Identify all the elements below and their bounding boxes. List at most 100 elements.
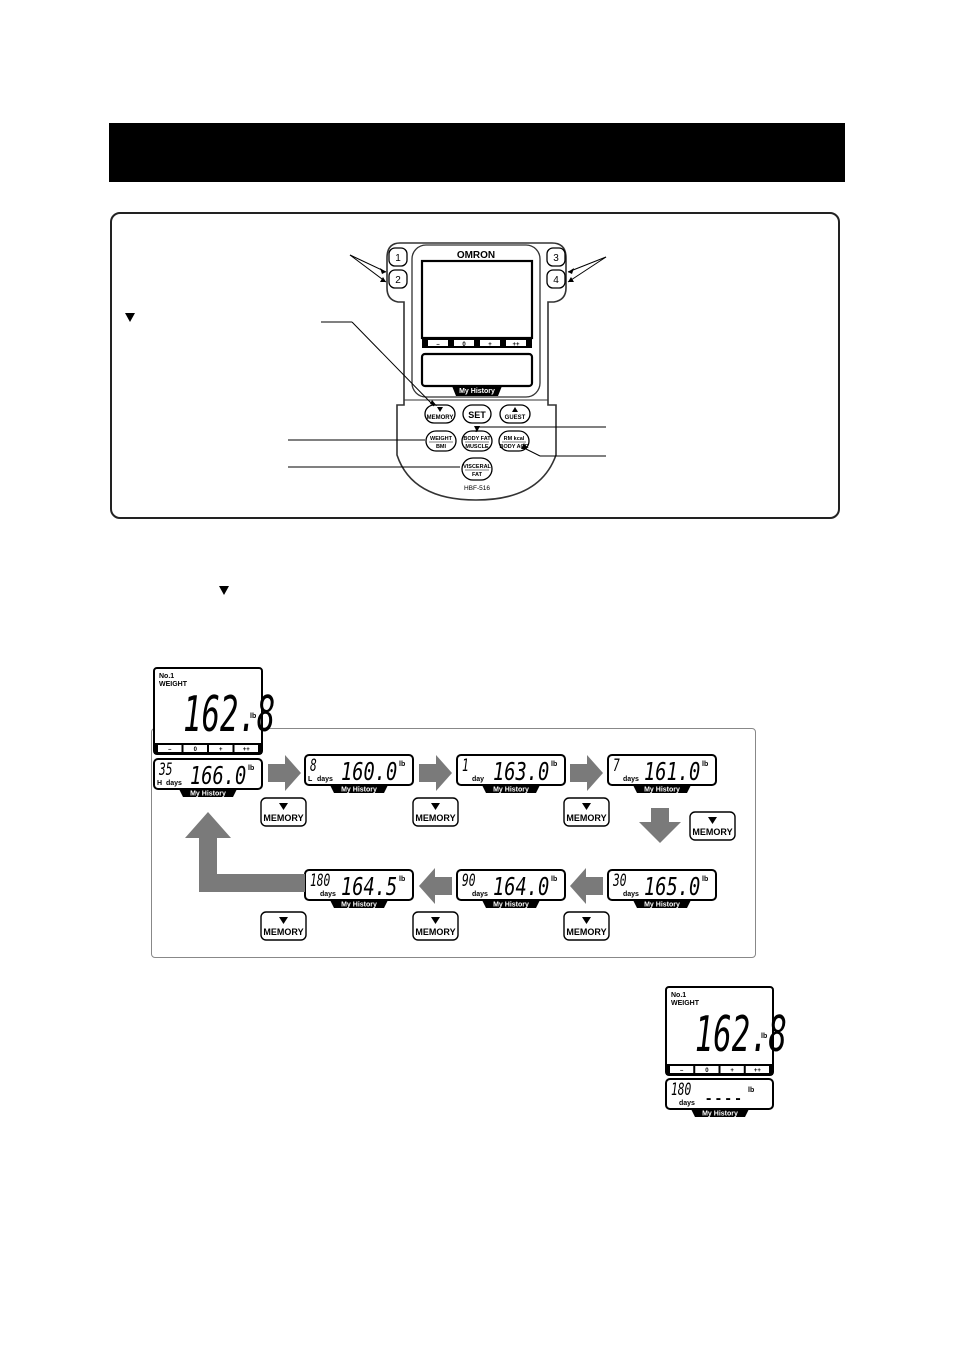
history-unit: lb bbox=[702, 761, 708, 768]
scale-mark-label: ++ bbox=[243, 747, 251, 753]
history-tab bbox=[330, 785, 388, 793]
lcd-unit: lb bbox=[250, 713, 256, 720]
set-button-label: SET bbox=[468, 410, 486, 420]
history-days-label: days bbox=[320, 891, 336, 898]
history-prefix: H bbox=[157, 780, 162, 787]
history-tab-label: My History bbox=[341, 902, 377, 909]
scale-segment bbox=[428, 340, 448, 346]
history-period: 30 bbox=[612, 872, 626, 891]
history-tab-label: My History bbox=[644, 787, 680, 794]
scale-mark-label: + bbox=[488, 342, 492, 348]
flow-arrow-right bbox=[268, 755, 301, 791]
flow-arrow-left bbox=[570, 868, 603, 904]
history-period: 35 bbox=[158, 761, 172, 780]
lcd-scale-strip bbox=[154, 743, 262, 754]
rmkcal-bodyage-button-label-2: BODY AGE bbox=[499, 444, 528, 450]
history-tab-label: My History bbox=[341, 787, 377, 794]
history-prefix: L bbox=[308, 776, 313, 783]
history-value: 161.0 bbox=[644, 757, 700, 787]
memory-button-label: MEMORY bbox=[415, 927, 455, 937]
callout-arrowhead bbox=[521, 443, 527, 449]
lcd-user-label: No.1 bbox=[159, 673, 174, 680]
history-unit: lb bbox=[702, 876, 708, 883]
guest-button-arrow-icon bbox=[512, 407, 518, 412]
visceral-fat-button-label: VISCERAL bbox=[463, 464, 491, 470]
history-period: 90 bbox=[462, 872, 476, 891]
callout-line bbox=[567, 256, 607, 273]
scale-segment bbox=[670, 1066, 694, 1073]
user-button-2 bbox=[388, 269, 408, 289]
device-main-lcd bbox=[420, 259, 534, 340]
bodyfat-muscle-button-label-2: MUSCLE bbox=[465, 444, 489, 450]
callout-arrowhead bbox=[474, 426, 480, 432]
scale-mark-label: 0 bbox=[462, 342, 466, 348]
history-unit: lb bbox=[399, 761, 405, 768]
scale-mark-label: – bbox=[680, 1068, 684, 1074]
rmkcal-bodyage-button bbox=[498, 430, 530, 452]
scale-segment bbox=[506, 340, 526, 346]
lcd-user-label: No.1 bbox=[671, 992, 686, 999]
callout-line bbox=[567, 256, 607, 283]
history-value: 160.0 bbox=[341, 757, 397, 787]
scale-mark-label: – bbox=[436, 342, 440, 348]
callout-arrowhead bbox=[430, 400, 437, 406]
scale-segment bbox=[720, 1066, 744, 1073]
history-unit: lb bbox=[551, 876, 557, 883]
visceral-fat-button-label-2: FAT bbox=[472, 472, 483, 478]
scale-mark-label: ++ bbox=[754, 1068, 762, 1074]
history-tab-label: My History bbox=[702, 1111, 738, 1118]
history-period: 180 bbox=[310, 872, 330, 891]
history-tab-label: My History bbox=[644, 902, 680, 909]
memory-button-label: MEMORY bbox=[566, 927, 606, 937]
history-value: - - - - bbox=[706, 1090, 741, 1107]
history-unit: lb bbox=[248, 765, 254, 772]
section-title-bar bbox=[109, 123, 845, 182]
history-days-label: days bbox=[623, 891, 639, 898]
memory-button-step-1: MEMORY bbox=[260, 797, 307, 827]
weight-bmi-button-label: WEIGHT bbox=[430, 436, 453, 442]
history-tab bbox=[691, 1109, 749, 1117]
history-days-label: days bbox=[679, 1100, 695, 1107]
history-days-label: days bbox=[472, 891, 488, 898]
flow-arrow-right bbox=[570, 755, 603, 791]
guest-button bbox=[499, 404, 531, 424]
down-arrow-icon bbox=[279, 917, 288, 924]
flow-arrow-return bbox=[185, 812, 305, 892]
scale-segment bbox=[183, 745, 207, 752]
memory-button-label: MEMORY bbox=[566, 813, 606, 823]
user-button-label: 3 bbox=[553, 253, 559, 264]
user-button-label: 2 bbox=[395, 275, 401, 286]
history-value: 164.5 bbox=[341, 872, 397, 902]
memory-button-label: MEMORY bbox=[692, 827, 732, 837]
down-arrow-icon bbox=[431, 803, 440, 810]
scale-mark-label: – bbox=[168, 747, 172, 753]
callout-arrowhead bbox=[380, 268, 386, 274]
memory-button-step-6: MEMORY bbox=[412, 911, 459, 941]
memory-button-step-3: MEMORY bbox=[563, 797, 610, 827]
user-button-4 bbox=[546, 269, 566, 289]
history-unit: lb bbox=[748, 1087, 754, 1094]
lcd-mode-label: WEIGHT bbox=[159, 681, 188, 688]
scale-mark-label: 0 bbox=[705, 1068, 709, 1074]
memory-button-label: MEMORY bbox=[263, 813, 303, 823]
down-arrow-icon bbox=[582, 803, 591, 810]
history-tab bbox=[633, 785, 691, 793]
history-value: 166.0 bbox=[190, 761, 246, 791]
brand-logo: OMRON bbox=[457, 250, 495, 261]
scale-mark-label: ++ bbox=[512, 342, 520, 348]
lcd-mode-label: WEIGHT bbox=[671, 1000, 700, 1007]
scale-segment bbox=[745, 1066, 769, 1073]
down-arrow-icon bbox=[219, 586, 229, 595]
history-unit: lb bbox=[399, 876, 405, 883]
down-arrow-icon bbox=[708, 817, 717, 824]
memory-button-step-2: MEMORY bbox=[412, 797, 459, 827]
history-value: 164.0 bbox=[493, 872, 549, 902]
visceral-fat-button bbox=[461, 457, 493, 481]
